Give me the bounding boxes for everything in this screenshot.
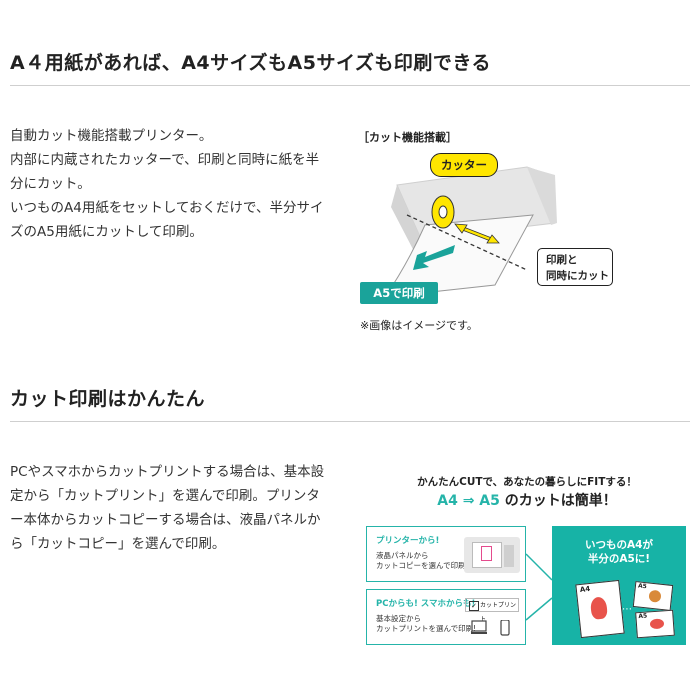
bear-icon [648,589,662,603]
checkmark-icon: ✓ [469,601,479,611]
a4-to-a5-panel: いつものA4が 半分のA5に! A4 A5 A5 ⋯ [552,526,686,645]
paragraph-line: ズのA5用紙にカットして印刷。 [10,224,203,240]
paper-sheet [383,214,534,298]
tulip-icon [589,596,609,620]
printer-card: プリンターから! 液晶パネルから カットコピーを選んで印刷! [366,526,526,582]
a5-sheet-top-icon: A5 [632,581,674,611]
paragraph-line: 分にカット。 [10,176,91,192]
printer-card-title: プリンターから! [376,536,440,546]
cutter-label: カッター [430,153,498,177]
connector-lines [526,553,553,621]
cutter-illustration [383,166,557,298]
pc-phone-icon [471,620,510,636]
transform-arrow-icon: ⋯ [622,604,632,615]
section1-paragraph: 自動カット機能搭載プリンター。 内部に内蔵されたカッターで、印刷と同時に紙を半 … [10,124,345,244]
flower-icon [649,618,665,630]
a5-print-label: A5で印刷 [360,282,438,304]
a5-sheet-bottom-icon: A5 [635,609,675,639]
cut-line [406,214,528,271]
section2-paragraph: PCやスマホからカットプリントする場合は、基本設 定から「カットプリント」を選ん… [10,460,345,556]
eject-arrow [413,245,455,270]
printer-side [391,185,421,257]
paragraph-line: 自動カット機能搭載プリンター。 [10,128,213,144]
paragraph-line: ー本体からカットコピーする場合は、液晶パネルか [10,512,321,528]
cut-print-checkbox: ✓ カットプリント [465,598,519,623]
printer-right [527,167,557,225]
paragraph-line: PCやスマホからカットプリントする場合は、基本設 [10,464,325,480]
pc-smartphone-card: PCからも! スマホからも! 基本設定から カットプリントを選んで印刷! ✓ カ… [366,589,526,645]
section1-divider [10,85,690,86]
paragraph-line: いつものA4用紙をセットしておくだけで、半分サイ [10,200,324,216]
paragraph-line: ら「カットコピー」を選んで印刷。 [10,536,226,552]
figure-caption: ［カット機能搭載］ [358,131,457,144]
paragraph-line: 定から「カットプリント」を選んで印刷。プリンタ [10,488,320,504]
fit-title: かんたんCUTで、あなたの暮らしにFITする！ [417,476,637,488]
lcd-panel-icon [464,537,520,573]
a4-sheet-icon: A4 [575,579,625,639]
paragraph-line: 内部に内蔵されたカッターで、印刷と同時に紙を半 [10,152,320,168]
image-note: ※画像はイメージです。 [360,319,478,332]
pc-card-title: PCからも! スマホからも! [376,599,476,609]
fit-subtitle: A4 ⇒ A5 のカットは簡単！ [437,493,617,509]
section1-heading: A４用紙があれば、A4サイズもA5サイズも印刷できる [10,52,492,74]
print-and-cut-label: 印刷と 同時にカット [537,248,613,286]
section2-heading: カット印刷はかんたん [10,388,206,410]
section2-divider [10,421,690,422]
